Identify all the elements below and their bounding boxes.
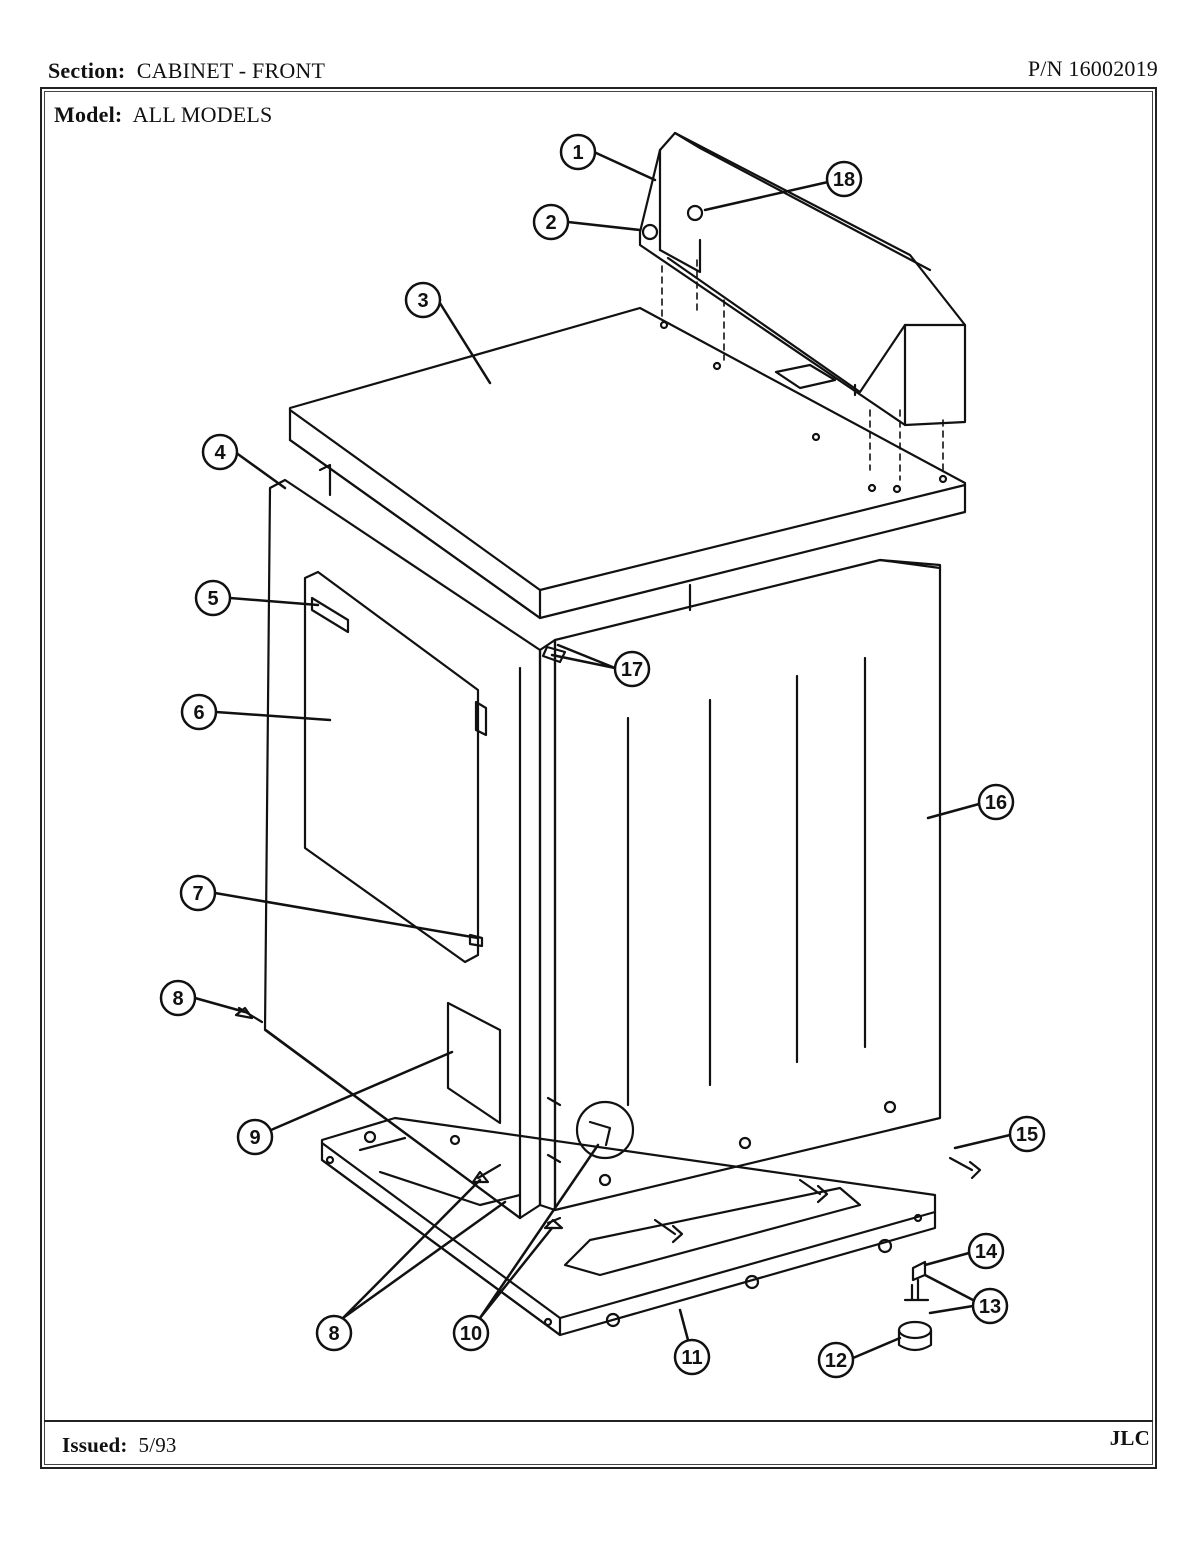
callout-9: 9 (236, 1050, 454, 1156)
svg-text:15: 15 (1016, 1124, 1038, 1146)
callout-17: 17 (550, 643, 651, 688)
callout-8a: 8 (159, 979, 247, 1017)
callout-1: 1 (559, 133, 657, 182)
cabinet-body (538, 558, 942, 1212)
part-number: P/N 16002019 (1027, 56, 1158, 81)
model-label: Model: (54, 102, 123, 127)
svg-text:10: 10 (460, 1323, 482, 1345)
callout-3: 3 (404, 281, 492, 385)
svg-text:9: 9 (249, 1127, 260, 1149)
front-panel (263, 478, 542, 1220)
svg-text:17: 17 (621, 659, 643, 681)
base-frame (320, 1116, 937, 1337)
issued-label: Issued: (62, 1433, 128, 1457)
callout-16: 16 (926, 783, 1015, 821)
section-heading: Section: CABINET - FRONT (48, 58, 325, 84)
callout-7: 7 (179, 874, 480, 940)
svg-text:6: 6 (193, 702, 204, 724)
footer-code: JLC (1109, 1426, 1150, 1450)
callout-8b: 8 (315, 1178, 507, 1352)
callout-12: 12 (817, 1336, 902, 1379)
svg-text:13: 13 (979, 1296, 1001, 1318)
svg-text:2: 2 (545, 212, 556, 234)
svg-text:16: 16 (985, 792, 1007, 814)
callout-10: 10 (452, 1143, 600, 1352)
model-heading: Model: ALL MODELS (54, 102, 273, 128)
svg-text:1: 1 (572, 142, 583, 164)
callout-18: 18 (703, 160, 863, 212)
footer-divider (44, 1420, 1153, 1422)
svg-text:14: 14 (975, 1241, 998, 1263)
svg-text:18: 18 (833, 169, 855, 191)
callout-11: 11 (673, 1308, 711, 1376)
top-panel (288, 306, 967, 620)
control-panel (638, 131, 967, 481)
svg-text:7: 7 (192, 883, 203, 905)
section-value: CABINET - FRONT (136, 58, 326, 83)
svg-text:8: 8 (328, 1323, 339, 1345)
callout-14: 14 (923, 1232, 1005, 1270)
svg-text:4: 4 (214, 442, 226, 464)
section-label: Section: (48, 58, 126, 83)
svg-text:11: 11 (681, 1347, 702, 1369)
callout-4: 4 (201, 433, 287, 490)
callout-13: 13 (923, 1273, 1009, 1325)
svg-text:5: 5 (207, 588, 218, 610)
callout-2: 2 (532, 203, 642, 241)
callout-5: 5 (194, 579, 320, 617)
svg-text:12: 12 (825, 1350, 847, 1372)
page-frame (40, 87, 1157, 1469)
model-value: ALL MODELS (132, 102, 273, 127)
callout-6: 6 (180, 693, 332, 731)
svg-text:3: 3 (417, 290, 428, 312)
page-frame-inner (44, 91, 1153, 1465)
issued-date: Issued: 5/93 (62, 1433, 177, 1458)
callout-15: 15 (953, 1115, 1046, 1153)
svg-text:8: 8 (172, 988, 183, 1010)
issued-value: 5/93 (138, 1433, 177, 1457)
